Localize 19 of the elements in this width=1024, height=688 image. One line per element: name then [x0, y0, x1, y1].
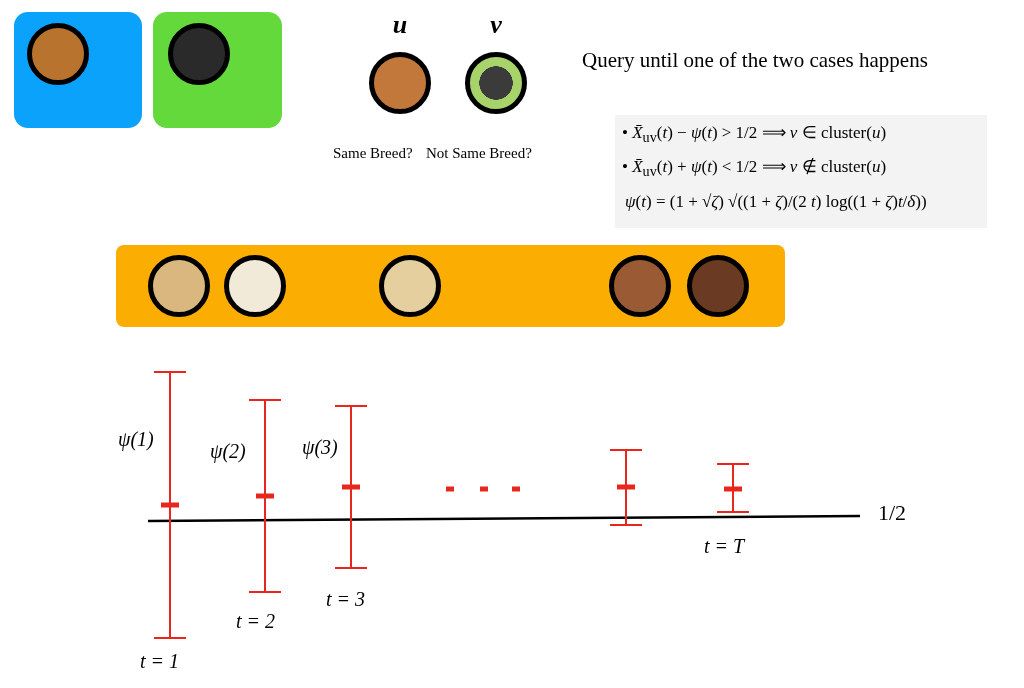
axis-label: t = 1	[140, 650, 180, 673]
axis-label: t = T	[704, 535, 745, 558]
axis-label: t = 2	[236, 610, 276, 633]
heading: Query until one of the two cases happens	[582, 48, 928, 73]
caption: Same Breed?	[333, 145, 413, 162]
variable-label: v	[490, 10, 502, 40]
card	[14, 12, 142, 128]
card	[153, 12, 282, 128]
formula: ψ(t) = (1 + √ζ) √((1 + ζ)/(2 t) log((1 + ζ)t/δ))	[625, 192, 927, 212]
formula: • X̄$_{uv}$(t) + ψ(t) < 1/2 ⟹ v ∉ cluster(u)	[622, 156, 887, 181]
variable-label: u	[392, 10, 408, 40]
axis-label: ψ(1)	[118, 428, 154, 451]
axis-label: ψ(3)	[302, 436, 338, 459]
axis-label: t = 3	[326, 588, 366, 611]
card	[116, 245, 785, 327]
formula: • X̄$_{uv}$(t) − ψ(t) > 1/2 ⟹ v ∈ cluster(u)	[622, 122, 887, 147]
caption: Not Same Breed?	[426, 145, 532, 162]
caption: 1/2	[878, 500, 907, 526]
axis-label: ψ(2)	[210, 440, 246, 463]
